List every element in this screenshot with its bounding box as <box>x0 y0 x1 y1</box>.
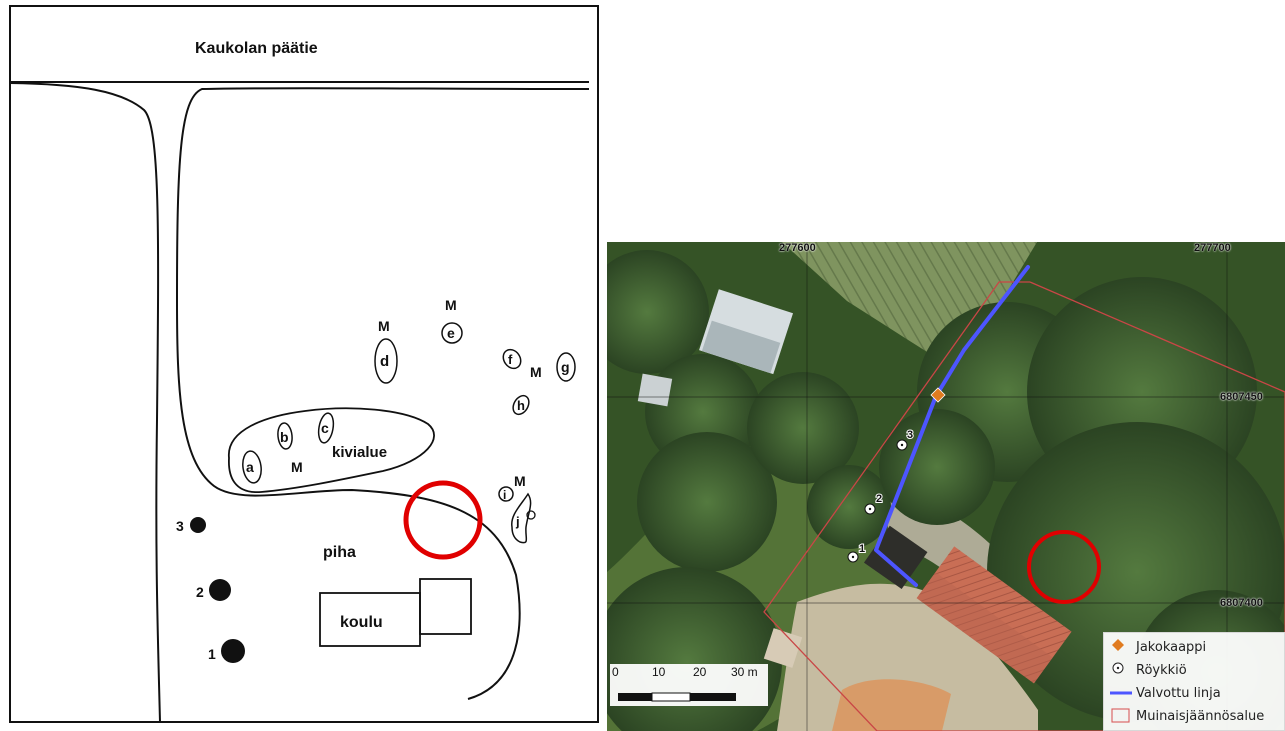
sketch-cairn-2 <box>209 579 231 601</box>
sketch-red-highlight-circle <box>403 480 483 560</box>
tree-cluster-9 <box>879 409 995 525</box>
sketch-cairn-1 <box>221 639 245 663</box>
school-annex-outline <box>419 578 472 635</box>
aerial-cairn-label-1: 1 <box>859 543 865 555</box>
tree-cluster-1 <box>607 250 709 374</box>
upper-house <box>699 289 794 375</box>
legend-label-monitored-line: Valvottu linja <box>1136 685 1221 701</box>
sketch-cairn-label-2: 2 <box>196 584 204 600</box>
m-mark-2: M <box>445 297 457 313</box>
site-letter-g: g <box>561 359 570 375</box>
site-letter-h: h <box>517 398 525 413</box>
legend-item-distribution-cabinet: Jakokaappi <box>1110 636 1206 658</box>
dotted-circle-icon <box>1110 659 1132 681</box>
aerial-cairn-label-2: 2 <box>876 493 882 505</box>
tree-cluster-3 <box>637 432 777 572</box>
scale-segment-3 <box>690 693 736 701</box>
m-mark-4: M <box>291 459 303 475</box>
sketch-cairn-label-1: 1 <box>208 646 216 662</box>
scale-segment-2 <box>651 692 691 702</box>
sand-play-area <box>832 679 951 731</box>
scale-tick-20: 20 <box>693 665 707 679</box>
coord-x-right: 277700 <box>1194 242 1231 254</box>
red-outline-box-icon <box>1110 705 1132 727</box>
sketch-map-svg: Kaukolan päätie kivialue piha koulu a b … <box>9 5 599 723</box>
distribution-cabinet-symbol <box>930 387 946 403</box>
site-letter-b: b <box>280 429 289 445</box>
aerial-cairn-2-center <box>868 507 872 511</box>
scale-tick-30m: 30 m <box>731 665 758 679</box>
site-j-small-circle <box>526 510 536 520</box>
legend-label-cairn: Röykkiö <box>1136 662 1187 678</box>
site-outline-g <box>556 352 576 382</box>
sketch-cairn-label-3: 3 <box>176 518 184 534</box>
left-road-left-edge <box>9 82 161 723</box>
sketch-cairn-3 <box>190 517 206 533</box>
site-outline-j <box>511 492 532 544</box>
legend-item-monitored-line: Valvottu linja <box>1110 682 1221 704</box>
legend-item-cairn: Röykkiö <box>1110 659 1187 681</box>
stone-area-label: kivialue <box>332 444 387 461</box>
school-building-aerial <box>916 546 1072 684</box>
aerial-red-highlight-circle <box>1027 530 1101 604</box>
left-road-right-edge <box>175 87 590 700</box>
aerial-map-panel: 3 2 1 277600 277700 6807450 6807400 0 10… <box>607 242 1285 731</box>
legend-item-heritage-area: Muinaisjäännösalue <box>1110 705 1264 727</box>
map-legend: Jakokaappi Röykkiö Valvottu linja Muinai… <box>1103 632 1285 731</box>
site-letter-a: a <box>246 459 254 475</box>
site-outline-c <box>317 412 335 444</box>
aerial-cairn-label-3: 3 <box>907 429 913 441</box>
coord-y-upper: 6807450 <box>1220 391 1263 403</box>
sketch-map-frame <box>9 5 599 723</box>
site-outline-d <box>374 338 398 384</box>
site-letter-e: e <box>447 325 455 341</box>
scale-bar: 0 10 20 30 m <box>610 664 768 706</box>
coord-y-lower: 6807400 <box>1220 597 1263 609</box>
aerial-cairn-3-center <box>900 443 904 447</box>
site-outline-f <box>502 348 522 370</box>
blue-line-icon <box>1110 682 1132 704</box>
diamond-icon <box>1110 636 1132 658</box>
m-mark-1: M <box>378 318 390 334</box>
aerial-map-svg: 3 2 1 <box>607 242 1285 731</box>
scale-tick-0: 0 <box>612 665 619 679</box>
site-outline-a <box>242 450 262 484</box>
m-mark-5: M <box>514 473 526 489</box>
site-letter-d: d <box>380 353 389 370</box>
small-shed-1 <box>637 373 673 407</box>
site-letter-c: c <box>321 420 329 436</box>
site-outline-i <box>498 486 514 502</box>
site-letter-j: j <box>515 514 520 529</box>
yard-label: piha <box>323 544 356 561</box>
scale-bar-svg: 0 10 20 30 m <box>612 665 758 702</box>
scale-segment-1 <box>618 693 652 701</box>
site-outline-e <box>441 322 463 344</box>
site-letter-f: f <box>508 352 513 367</box>
site-outline-h <box>512 394 530 416</box>
site-outline-b <box>277 422 293 450</box>
aerial-cairn-1-center <box>851 555 855 559</box>
tree-cluster-5 <box>807 465 891 549</box>
scale-tick-10: 10 <box>652 665 666 679</box>
legend-label-distribution-cabinet: Jakokaappi <box>1136 639 1207 655</box>
site-letter-i: i <box>503 488 506 502</box>
small-shed-2 <box>763 628 803 668</box>
road-label: Kaukolan päätie <box>195 40 318 57</box>
coord-x-left: 277600 <box>779 242 816 254</box>
sketch-map-panel: Kaukolan päätie kivialue piha koulu a b … <box>0 0 605 731</box>
heritage-area-boundary <box>763 281 1285 731</box>
legend-label-heritage-area: Muinaisjäännösalue <box>1136 708 1265 724</box>
m-mark-3: M <box>530 364 542 380</box>
tree-cluster-4 <box>747 372 859 484</box>
school-label: koulu <box>340 614 383 631</box>
stone-area-outline <box>228 407 435 493</box>
